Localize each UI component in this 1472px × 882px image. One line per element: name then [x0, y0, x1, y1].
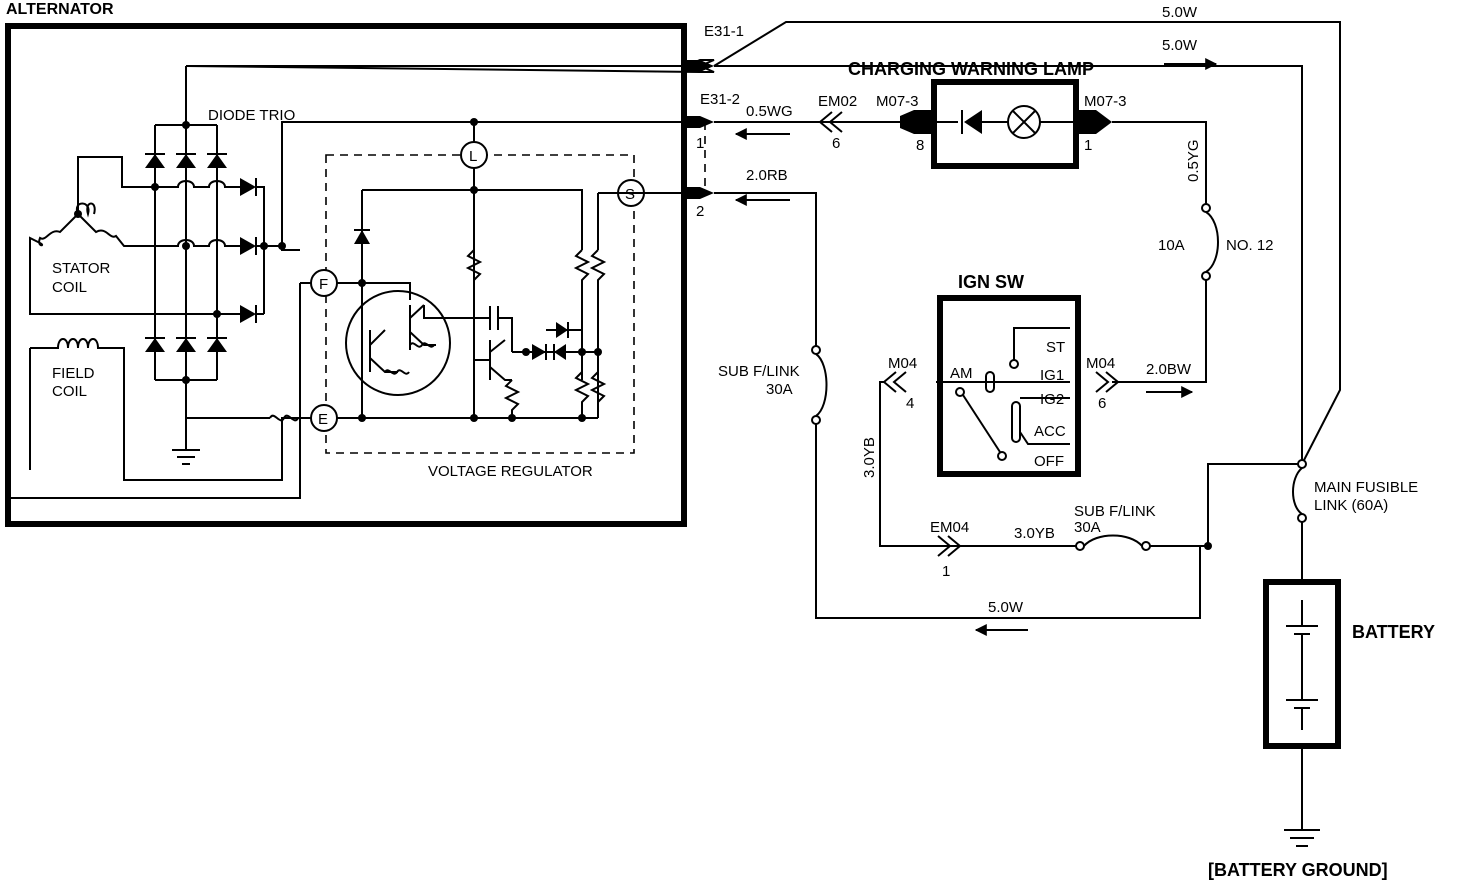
ign-pos-off: OFF: [1034, 453, 1064, 470]
fuse-no-label: NO. 12: [1226, 237, 1274, 254]
battery-circuit: MAIN FUSIBLE LINK (60A) BATTERY [BATTERY…: [1208, 459, 1435, 880]
e31-1-label: E31-1: [704, 23, 744, 40]
m07-left-pin: 8: [916, 137, 924, 154]
wire-ign-out: 2.0BW: [1146, 361, 1192, 378]
field-coil-label-2: COIL: [52, 383, 87, 400]
field-coil-label-1: FIELD: [52, 365, 95, 382]
svg-text:F: F: [319, 276, 328, 293]
am-feed: 3.0YB EM04 1 3.0YB SUB F/LINK 30A: [861, 381, 1298, 580]
wire-am-feed-vertical: 3.0YB: [861, 437, 878, 478]
connector-e31: E31-1 E31-2 1 2: [185, 23, 744, 220]
fuse-amp-label: 10A: [1158, 237, 1185, 254]
terminal-L: L: [460, 141, 488, 169]
ign-sw-title: IGN SW: [958, 272, 1024, 292]
svg-text:S: S: [625, 186, 635, 203]
lamp-circuit: 0.5WG EM02 6 M07-3 8 CHARGING WARNING LA…: [714, 59, 1274, 383]
m07-right-pin: 1: [1084, 137, 1092, 154]
connector-m04: M04 4 M04 6 2.0BW: [882, 355, 1194, 412]
lamp-bulb-icon: [1007, 105, 1041, 139]
ign-sw-box: [937, 295, 1081, 477]
sub-flink-left-label-2: 30A: [766, 381, 793, 398]
stator-coil-label-2: COIL: [52, 279, 87, 296]
em02-label: EM02: [818, 93, 857, 110]
voltage-regulator: VOLTAGE REGULATOR L S F E: [8, 118, 645, 499]
m07-right-label: M07-3: [1084, 93, 1127, 110]
wire-top-outer: 5.0W: [1162, 4, 1198, 21]
ign-pos-ig1: IG1: [1040, 367, 1064, 384]
sub-flink-bottom-label-2: 30A: [1074, 519, 1101, 536]
em04-pin: 1: [942, 563, 950, 580]
e31-2-label: E31-2: [700, 91, 740, 108]
m07-left-label: M07-3: [876, 93, 919, 110]
wire-bottom-return: 5.0W: [988, 599, 1024, 616]
top-wires: 5.0W 5.0W: [713, 4, 1341, 465]
e31-pin1-label: 1: [696, 135, 704, 152]
sub-flink-left: SUB F/LINK 30A: [718, 345, 828, 425]
field-coil: FIELD COIL: [29, 338, 318, 481]
em04-label: EM04: [930, 519, 969, 536]
sense-circuit: 2.0RB SUB F/LINK 30A 5.0W: [714, 167, 1201, 636]
main-fusible-link-label-2: LINK (60A): [1314, 497, 1388, 514]
stator-coil: STATOR COIL: [29, 156, 155, 315]
em02-pin: 6: [832, 135, 840, 152]
terminal-E: E: [310, 404, 338, 432]
alternator: ALTERNATOR STATOR COIL FIELD COIL: [5, 1, 687, 527]
battery-label: BATTERY: [1352, 622, 1435, 642]
voltage-regulator-label: VOLTAGE REGULATOR: [428, 463, 593, 480]
rectifier-bridge: [145, 66, 270, 465]
sub-flink-bottom: SUB F/LINK 30A: [1074, 503, 1156, 551]
e31-pin2-label: 2: [696, 203, 704, 220]
m04-right-label: M04: [1086, 355, 1115, 372]
m04-left-label: M04: [888, 355, 917, 372]
m04-right-pin: 6: [1098, 395, 1106, 412]
svg-text:E: E: [318, 411, 328, 428]
charging-warning-lamp-box: [931, 79, 1079, 169]
wire-am-feed-bottom: 3.0YB: [1014, 525, 1055, 542]
ign-pos-am: AM: [950, 365, 973, 382]
battery-ground-label: [BATTERY GROUND]: [1208, 860, 1388, 880]
wire-lamp-feed: 0.5WG: [746, 103, 793, 120]
ign-pos-acc: ACC: [1034, 423, 1066, 440]
alternator-housing: [5, 23, 687, 527]
ign-pos-ig2: IG2: [1040, 391, 1064, 408]
svg-text:L: L: [469, 148, 477, 165]
main-fusible-link-label-1: MAIN FUSIBLE: [1314, 479, 1418, 496]
wire-lamp-to-fuse: 0.5YG: [1185, 139, 1202, 182]
stator-coil-label-1: STATOR: [52, 260, 111, 277]
m04-left-pin: 4: [906, 395, 914, 412]
diode-trio-label: DIODE TRIO: [208, 107, 295, 124]
ign-pos-st: ST: [1046, 339, 1065, 356]
fuse-no-12: 10A NO. 12: [1158, 203, 1274, 281]
charging-warning-lamp-title: CHARGING WARNING LAMP: [848, 59, 1094, 79]
lamp-diode-icon: [964, 110, 982, 134]
wire-sense: 2.0RB: [746, 167, 788, 184]
ignition-switch: IGN SW AM ST IG1 IG2 ACC OFF: [936, 272, 1081, 477]
diode-trio: DIODE TRIO: [208, 107, 686, 323]
terminal-F: F: [310, 269, 338, 297]
battery-ground-icon: [1284, 829, 1320, 847]
sub-flink-bottom-label-1: SUB F/LINK: [1074, 503, 1156, 520]
sub-flink-left-label-1: SUB F/LINK: [718, 363, 800, 380]
alternator-title: ALTERNATOR: [6, 1, 114, 18]
wire-top-inner: 5.0W: [1162, 37, 1198, 54]
